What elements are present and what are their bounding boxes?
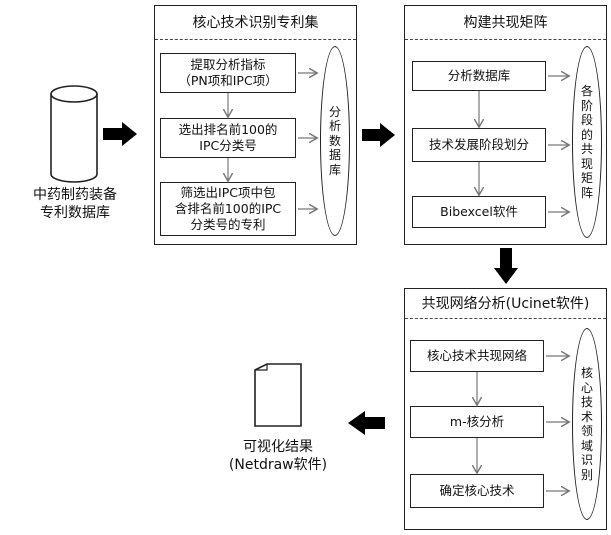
panel-title: 核心技术识别专利集	[192, 15, 319, 31]
database-cylinder-icon	[48, 84, 100, 184]
title-divider	[405, 39, 606, 40]
stage-matrix-ellipse-label: 各阶段的共现矩阵	[580, 84, 593, 200]
step-stage-division: 技术发展阶段划分	[412, 128, 546, 162]
step-m-core: m-核分析	[410, 406, 544, 438]
block-arrow-left	[348, 411, 385, 435]
core-field-ellipse	[572, 328, 602, 520]
document-icon	[253, 362, 303, 428]
step-filter-patents: 筛选出IPC项中包 含排名前100的IPC 分类号的专利	[160, 182, 296, 236]
core-field-ellipse-label: 核心技术领域识别	[580, 366, 593, 482]
analysis-db-ellipse	[320, 46, 350, 236]
block-arrow-right-2	[362, 123, 395, 147]
block-arrow-right-1	[103, 122, 137, 146]
panel-title: 构建共现矩阵	[463, 15, 548, 31]
result-label: 可视化结果 (Netdraw软件)	[228, 439, 328, 473]
title-divider	[155, 39, 356, 40]
step-determine-core: 确定核心技术	[410, 474, 544, 508]
step-analysis-db: 分析数据库	[412, 61, 546, 91]
block-arrow-down	[494, 248, 518, 284]
panel-title: 共现网络分析(Ucinet软件)	[421, 296, 590, 312]
step-core-network: 核心技术共现网络	[410, 340, 544, 372]
step-select-top100: 选出排名前100的 IPC分类号	[160, 118, 296, 158]
step-bibexcel: Bibexcel软件	[412, 196, 546, 228]
analysis-db-ellipse-label: 分析数据库	[328, 104, 341, 177]
title-divider	[405, 318, 606, 319]
stage-matrix-ellipse	[572, 46, 602, 238]
database-label: 中药制药装备 专利数据库	[33, 187, 117, 221]
step-extract-indicators: 提取分析指标 （PN项和IPC项）	[160, 53, 296, 93]
